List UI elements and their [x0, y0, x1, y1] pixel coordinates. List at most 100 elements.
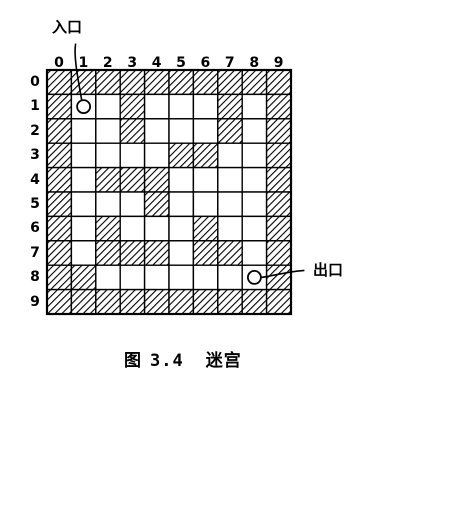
- maze-wall-cell: [46, 93, 73, 120]
- maze-wall-cell: [119, 288, 146, 315]
- column-label: 9: [273, 55, 284, 71]
- exit-marker: [246, 269, 262, 285]
- maze-wall-cell: [119, 69, 146, 96]
- maze-wall-cell: [119, 240, 146, 266]
- maze-wall-cell: [70, 288, 97, 315]
- maze-wall-cell: [217, 288, 243, 315]
- maze-wall-cell: [95, 288, 121, 315]
- maze-open-cell: [168, 191, 195, 218]
- caption-prefix: 图: [124, 351, 142, 371]
- maze-open-cell: [168, 264, 195, 291]
- entrance-label: 入口: [52, 18, 83, 36]
- maze-wall-cell: [192, 240, 219, 266]
- maze-wall-cell: [119, 93, 146, 120]
- maze-wall-cell: [265, 288, 292, 315]
- maze-wall-cell: [46, 215, 73, 242]
- maze-open-cell: [241, 93, 268, 120]
- maze-wall-cell: [217, 93, 243, 120]
- maze-wall-cell: [46, 69, 73, 96]
- maze-open-cell: [241, 118, 268, 144]
- maze-wall-cell: [168, 142, 195, 169]
- maze-open-cell: [241, 240, 268, 266]
- row-label: 6: [30, 220, 40, 237]
- maze-open-cell: [143, 142, 170, 169]
- maze-open-cell: [217, 166, 243, 193]
- column-label: 6: [200, 55, 211, 71]
- maze-wall-cell: [95, 166, 121, 193]
- maze-open-cell: [217, 191, 243, 218]
- column-label: 8: [249, 55, 260, 71]
- maze-wall-cell: [46, 264, 73, 291]
- maze-open-cell: [217, 142, 243, 169]
- maze-open-cell: [143, 118, 170, 144]
- maze-open-cell: [168, 118, 195, 144]
- maze-wall-cell: [143, 69, 170, 96]
- maze-wall-cell: [265, 142, 292, 169]
- maze-open-cell: [70, 118, 97, 144]
- maze-wall-cell: [192, 69, 219, 96]
- maze-wall-cell: [265, 191, 292, 218]
- row-label: 4: [30, 171, 40, 188]
- row-label: 1: [30, 98, 40, 115]
- maze-open-cell: [143, 264, 170, 291]
- maze-wall-cell: [46, 142, 73, 169]
- maze-open-cell: [119, 191, 146, 218]
- maze-open-cell: [217, 264, 243, 291]
- maze-wall-cell: [95, 69, 121, 96]
- maze-open-cell: [70, 240, 97, 266]
- maze-wall-cell: [265, 264, 292, 291]
- maze-wall-cell: [46, 166, 73, 193]
- maze-open-cell: [70, 215, 97, 242]
- row-label: 3: [30, 147, 40, 164]
- maze-open-cell: [241, 215, 268, 242]
- maze-open-cell: [168, 215, 195, 242]
- maze-open-cell: [143, 215, 170, 242]
- column-label: 0: [54, 55, 64, 71]
- maze-open-cell: [70, 166, 97, 193]
- maze-wall-cell: [192, 288, 219, 315]
- maze-border: [45, 68, 293, 316]
- maze-wall-cell: [265, 69, 292, 96]
- maze-open-cell: [217, 215, 243, 242]
- maze-wall-cell: [119, 166, 146, 193]
- maze-open-cell: [168, 166, 195, 193]
- maze-wall-cell: [265, 166, 292, 193]
- caption-number: 3.4: [150, 351, 184, 371]
- maze-wall-cell: [143, 240, 170, 266]
- maze-open-cell: [95, 191, 121, 218]
- maze-open-cell: [143, 93, 170, 120]
- maze-open-cell: [168, 93, 195, 120]
- row-label: 0: [30, 74, 40, 90]
- maze-wall-cell: [119, 118, 146, 144]
- maze-open-cell: [192, 264, 219, 291]
- maze-wall-cell: [95, 240, 121, 266]
- maze-wall-cell: [217, 69, 243, 96]
- maze-wall-cell: [265, 215, 292, 242]
- maze-open-cell: [119, 215, 146, 242]
- entrance-leader-line: [74, 43, 83, 100]
- maze-wall-cell: [70, 69, 97, 96]
- maze-open-cell: [95, 118, 121, 144]
- maze-open-cell: [168, 240, 195, 266]
- maze-wall-cell: [46, 240, 73, 266]
- row-label: 9: [30, 293, 40, 310]
- maze-open-cell: [70, 142, 97, 169]
- maze-wall-cell: [168, 288, 195, 315]
- maze-wall-cell: [143, 191, 170, 218]
- maze-wall-cell: [217, 240, 243, 266]
- maze-wall-cell: [46, 288, 73, 315]
- maze-wall-cell: [46, 191, 73, 218]
- maze-open-cell: [70, 191, 97, 218]
- maze-open-cell: [95, 93, 121, 120]
- maze-open-cell: [192, 191, 219, 218]
- maze-open-cell: [95, 142, 121, 169]
- exit-label: 出口: [313, 261, 344, 279]
- maze-wall-cell: [265, 240, 292, 266]
- maze-wall-cell: [95, 215, 121, 242]
- maze-open-cell: [95, 264, 121, 291]
- maze-wall-cell: [241, 288, 268, 315]
- maze-wall-cell: [143, 288, 170, 315]
- maze-open-cell: [241, 191, 268, 218]
